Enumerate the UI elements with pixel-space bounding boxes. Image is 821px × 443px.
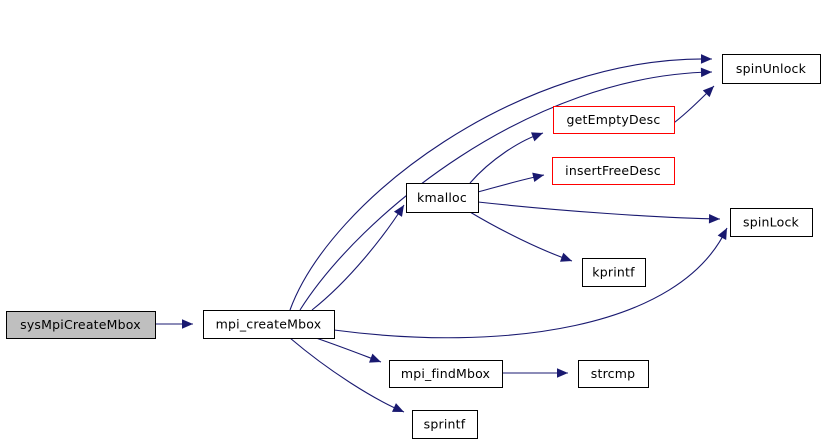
arrow-head-icon [182,319,193,329]
node-label: getEmptyDesc [567,112,661,127]
arrow-head-icon [391,403,404,412]
arrow-head-icon [717,228,727,240]
node-box[interactable] [578,360,649,388]
node-label: mpi_findMbox [401,366,490,381]
edge-line [477,201,721,220]
edge-line [469,211,573,262]
node-label: kmalloc [417,190,467,205]
node-box[interactable] [6,311,156,339]
node-kprintf[interactable]: kprintf [582,258,646,287]
edge-line [299,71,713,311]
arrow-head-icon [532,172,544,183]
node-kmalloc[interactable]: kmalloc [406,183,479,213]
arrow-head-icon [708,213,720,224]
edge-line [289,337,405,413]
node-box[interactable] [203,310,335,339]
edge-kmalloc-to-insertFreeDesc [477,172,545,193]
arrow-head-icon [702,86,714,98]
edge-mpi_createMbox-to-mpi_findMbox [315,337,382,363]
edge-sysMpiCreateMbox-to-mpi_createMbox [155,319,193,329]
arrow-head-icon [700,67,712,78]
edge-line [333,227,728,339]
edge-mpi_createMbox-to-spinUnlock [289,54,713,311]
node-layer: sysMpiCreateMbox mpi_createMbox kmalloc get… [6,54,821,439]
edge-line [469,132,544,184]
node-box[interactable] [553,106,675,134]
node-getEmptyDesc[interactable]: getEmptyDesc [553,106,675,134]
node-label: insertFreeDesc [565,163,661,178]
node-box[interactable] [552,157,675,185]
node-label: spinLock [743,215,800,230]
edge-kmalloc-to-getEmptyDesc [469,132,544,184]
node-mpi_createMbox[interactable]: mpi_createMbox [203,310,335,339]
node-box[interactable] [412,410,478,439]
node-label: sprintf [424,417,466,432]
node-label: spinUnlock [736,61,807,76]
edge-kmalloc-to-spinLock [477,201,721,224]
node-sprintf[interactable]: sprintf [412,410,478,439]
edge-line [311,204,405,311]
node-box[interactable] [389,360,503,388]
node-label: mpi_createMbox [216,317,322,332]
arrow-head-icon [700,54,712,64]
arrow-head-icon [369,353,381,363]
arrow-head-icon [393,205,404,217]
node-box[interactable] [722,54,821,84]
node-spinLock[interactable]: spinLock [730,208,813,237]
edge-mpi_createMbox-to-kmalloc [311,204,405,311]
edge-layer [155,54,728,413]
node-label: strcmp [591,366,635,381]
edge-line [289,58,713,311]
edge-kmalloc-to-kprintf [469,211,573,262]
node-strcmp[interactable]: strcmp [578,360,649,388]
node-box[interactable] [582,258,646,287]
node-sysMpiCreateMbox[interactable]: sysMpiCreateMbox [6,311,156,339]
node-label: kprintf [592,265,635,280]
edge-mpi_createMbox-to-spinUnlock [299,67,713,311]
node-box[interactable] [730,208,813,237]
node-insertFreeDesc[interactable]: insertFreeDesc [552,157,675,185]
edge-mpi_findMbox-to-strcmp [502,368,568,378]
arrow-head-icon [557,368,568,378]
arrow-head-icon [560,252,572,262]
edge-mpi_createMbox-to-sprintf [289,337,405,413]
node-spinUnlock[interactable]: spinUnlock [722,54,821,84]
node-label: sysMpiCreateMbox [20,317,141,332]
edge-mpi_createMbox-to-spinLock [333,227,728,339]
node-box[interactable] [406,183,479,213]
arrow-head-icon [531,132,543,142]
node-mpi_findMbox[interactable]: mpi_findMbox [389,360,503,388]
